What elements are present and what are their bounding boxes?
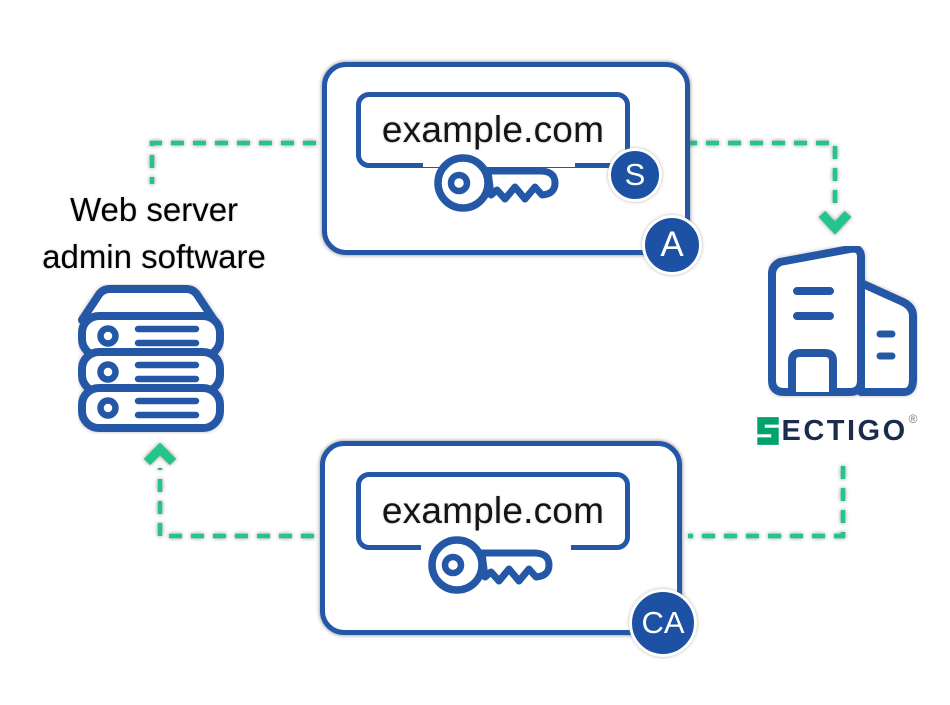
signed-cert-box: example.com CA [320, 441, 697, 657]
csr-corner-badge-letter: A [660, 225, 684, 264]
arrow-cert-to-server [157, 468, 314, 539]
web-server-label-line1: Web server [69, 191, 239, 228]
sectigo-wordmark: ECTIGO [781, 415, 908, 447]
registered-trademark-mark: ® [908, 412, 918, 426]
chevron-down-icon [818, 210, 852, 235]
arrow-csr-to-ca [684, 140, 838, 210]
csr-key-badge-letter: S [624, 157, 646, 192]
ca-building-icon [768, 246, 917, 396]
web-server-label: Web server admin software [8, 186, 300, 280]
csr-domain-text: example.com [381, 109, 605, 150]
csr-box: example.com S A [322, 62, 702, 275]
csr-corner-badge: A [642, 215, 702, 275]
web-server-label-line2: admin software [42, 238, 266, 275]
arrow-server-to-csr [149, 140, 316, 184]
chevron-up-icon [143, 442, 177, 466]
arrow-ca-to-cert [688, 466, 846, 539]
key-icon [428, 536, 553, 594]
sectigo-logo: ECTIGO ® [742, 412, 932, 450]
sectigo-s-mark [757, 417, 780, 445]
csr-key-badge: S [608, 148, 662, 202]
cert-domain-text: example.com [381, 490, 605, 531]
key-icon [434, 154, 559, 212]
cert-corner-badge: CA [629, 589, 697, 657]
cert-corner-badge-letters: CA [641, 605, 685, 640]
server-stack-icon [78, 285, 224, 432]
